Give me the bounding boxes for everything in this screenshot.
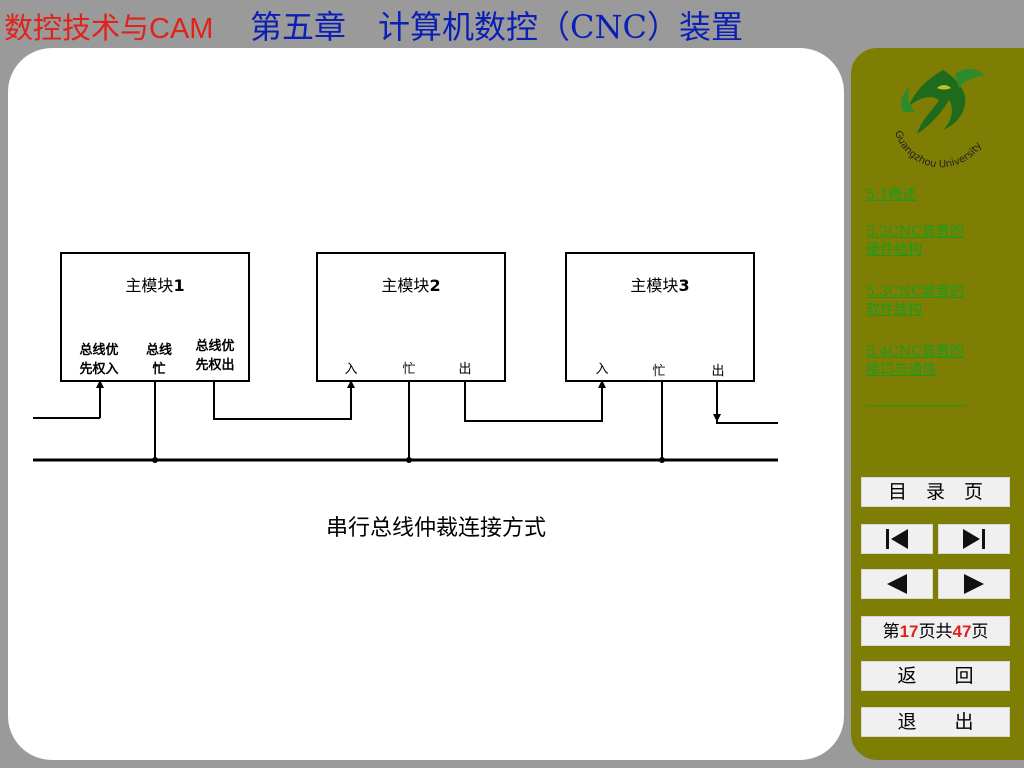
port-label-in: 入 [344, 362, 357, 377]
port-label-busy: 忙 [402, 362, 415, 377]
priority-output-line [716, 408, 778, 424]
nav-link-interface[interactable]: 5.4CNC装置的接口与通信 [866, 344, 964, 378]
course-title: 数控技术与CAM [4, 11, 214, 45]
priority-chain-2-3 [464, 381, 603, 422]
back-button[interactable]: 返 回 [861, 661, 1010, 691]
module-1-title: 主模块1 [125, 276, 184, 295]
header: 数控技术与CAM 第五章 计算机数控（CNC）装置 [0, 0, 1024, 52]
module-3-title: 主模块3 [630, 276, 689, 295]
last-page-icon [963, 529, 985, 549]
last-page-button[interactable] [938, 524, 1010, 554]
navigation-sidebar: Guangzhou University 5.1概述 5.2CNC装置的硬件结构… [851, 48, 1024, 760]
priority-chain-1-2 [213, 381, 352, 420]
next-page-icon [964, 574, 984, 594]
module-3-box [565, 252, 755, 382]
first-page-button[interactable] [861, 524, 933, 554]
exit-button[interactable]: 退 出 [861, 707, 1010, 737]
junction-dot [659, 457, 665, 463]
svg-text:Guangzhou University: Guangzhou University [892, 129, 984, 170]
port-label-out: 出 [458, 362, 471, 377]
module-2-title: 主模块2 [381, 276, 440, 295]
page-counter: 第17页共47页 [861, 616, 1010, 646]
course-title-cam: CAM [149, 13, 214, 45]
bus-arbitration-diagram: 主模块1 主模块2 主模块3 总线优先权入 总线忙 总线优先权出 入 忙 出 入… [33, 252, 778, 463]
slide-content: 主模块1 主模块2 主模块3 总线优先权入 总线忙 总线优先权出 入 忙 出 入… [8, 48, 844, 760]
nav-link-overview[interactable]: 5.1概述 [866, 187, 917, 203]
nav-link-hardware[interactable]: 5.2CNC装置的硬件结构 [866, 224, 964, 258]
module-2-box [316, 252, 506, 382]
prev-page-button[interactable] [861, 569, 933, 599]
module-1-box [60, 252, 250, 382]
diagram-caption: 串行总线仲裁连接方式 [326, 516, 547, 541]
port-label-in: 入 [595, 362, 608, 377]
port-label-out: 出 [711, 364, 724, 379]
port-label-priority-out: 总线优先权出 [195, 338, 234, 373]
port-label-priority-in: 总线优先权入 [79, 342, 118, 377]
junction-dot [406, 457, 412, 463]
nav-divider [866, 405, 966, 406]
next-page-button[interactable] [938, 569, 1010, 599]
university-logo: Guangzhou University [892, 68, 985, 170]
port-label-busy: 忙 [652, 364, 665, 379]
junction-dot [152, 457, 158, 463]
contents-button[interactable]: 目 录 页 [861, 477, 1010, 507]
nav-link-software[interactable]: 5.3CNC装置的软件结构 [866, 284, 964, 318]
prev-page-icon [887, 574, 907, 594]
chapter-title: 第五章 计算机数控（CNC）装置 [250, 8, 743, 46]
first-page-icon [886, 529, 908, 549]
port-label-bus-busy: 总线忙 [146, 342, 172, 377]
